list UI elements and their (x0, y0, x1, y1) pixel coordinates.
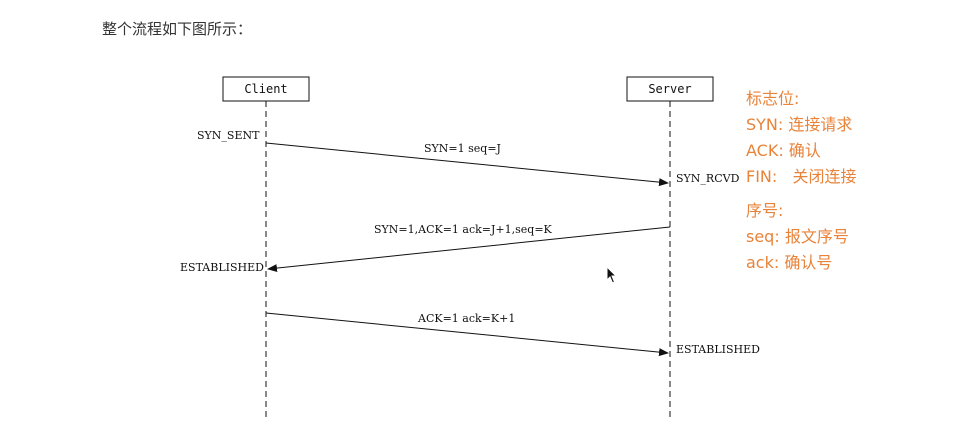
legend-seq-ack: ack: 确认号 (746, 253, 833, 272)
legend-seq-seq: seq: 报文序号 (746, 227, 849, 246)
message-label-2: SYN=1,ACK=1 ack=J+1,seq=K (374, 223, 553, 236)
legend: 标志位: SYN: 连接请求 ACK: 确认 FIN: 关闭连接 序号: seq… (746, 86, 857, 276)
server-box (626, 76, 714, 102)
state-syn-sent: SYN_SENT (197, 129, 260, 142)
message-arrow-3 (265, 312, 669, 357)
message-arrow-1 (265, 142, 669, 187)
message-label-3: ACK=1 ack=K+1 (417, 312, 515, 325)
legend-flag-fin: FIN: 关闭连接 (746, 167, 857, 186)
mouse-cursor-icon (606, 266, 618, 284)
legend-seq-title: 序号: (746, 201, 784, 220)
client-box (222, 76, 310, 102)
client-label: Client (244, 82, 287, 96)
server-label: Server (648, 82, 691, 96)
state-client-established: ESTABLISHED (180, 261, 264, 274)
message-arrow-2 (267, 226, 671, 273)
legend-flags-title: 标志位: (746, 89, 800, 108)
state-syn-rcvd: SYN_RCVD (676, 172, 740, 185)
legend-flag-ack: ACK: 确认 (746, 141, 821, 160)
state-server-established: ESTABLISHED (676, 343, 760, 356)
intro-text: 整个流程如下图所示： (102, 20, 253, 38)
legend-flag-syn: SYN: 连接请求 (746, 115, 853, 134)
message-label-1: SYN=1 seq=J (424, 142, 501, 155)
